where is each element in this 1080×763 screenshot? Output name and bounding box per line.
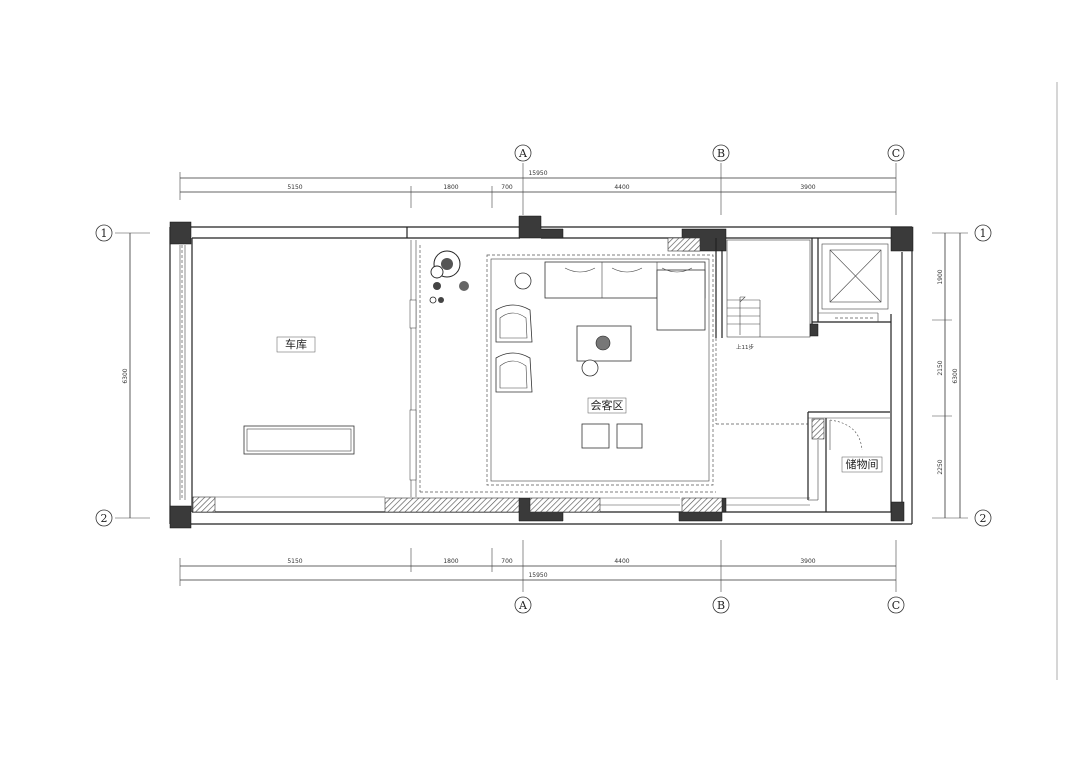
- dim-right-seg-1: 1900: [937, 269, 944, 284]
- axis-bubble-1-left: 1: [95, 224, 113, 242]
- svg-text:C: C: [892, 599, 900, 612]
- svg-text:2: 2: [101, 512, 108, 525]
- dim-right-total: 6300: [952, 368, 959, 383]
- storage-room: 储物间: [807, 411, 890, 512]
- column-C1: [890, 226, 914, 252]
- column-C2: [890, 501, 905, 522]
- axis-bubble-2-right: 2: [974, 509, 992, 527]
- dim-top-seg-4: 4400: [614, 184, 629, 191]
- svg-text:C: C: [892, 147, 900, 160]
- dim-bottom-total: 15950: [528, 572, 547, 579]
- room-label-garage: 车库: [285, 337, 307, 351]
- hatched-wall-bottom-mid: [384, 497, 520, 513]
- reception-area: 会客区: [419, 245, 716, 493]
- dim-left-total: 6300: [122, 368, 129, 383]
- dim-top-seg-5: 3900: [800, 184, 815, 191]
- plant-icon: [429, 250, 469, 304]
- elevator-car: [829, 249, 882, 303]
- reception-rug: [486, 254, 714, 486]
- armchair-icon: [495, 352, 533, 393]
- axis-bubble-A-top: A: [514, 144, 532, 162]
- ottoman-right: [616, 423, 643, 449]
- dim-bottom-seg-2: 1800: [443, 558, 458, 565]
- armchair-icon: [495, 304, 533, 343]
- axis-bubble-1-right: 1: [974, 224, 992, 242]
- bottom-windows: [215, 496, 810, 506]
- dim-bottom-seg-4: 4400: [614, 558, 629, 565]
- svg-text:1: 1: [980, 227, 987, 240]
- dim-right-seg-2: 2150: [937, 360, 944, 375]
- sectional-sofa: [544, 261, 706, 331]
- ottoman-left: [581, 423, 610, 449]
- dim-right-seg-3: 2250: [937, 459, 944, 474]
- room-label-reception: 会客区: [591, 398, 624, 412]
- exterior-walls: [169, 226, 913, 525]
- hatched-wall-bottom-left: [192, 496, 216, 513]
- elevator-shaft: [809, 238, 892, 512]
- column-2-left: [169, 505, 192, 529]
- flower-vase-icon: [595, 335, 611, 351]
- axis-bubble-C-bottom: C: [887, 596, 905, 614]
- stool-icon: [581, 359, 599, 377]
- column-A1: [518, 215, 564, 239]
- right-dimension-chain: 1900 2150 2250 6300: [932, 232, 968, 519]
- dim-bottom-seg-5: 3900: [800, 558, 815, 565]
- side-table-icon: [514, 272, 532, 290]
- svg-text:B: B: [717, 147, 725, 160]
- room-label-storage: 储物间: [846, 457, 879, 471]
- dim-top-seg-1: 5150: [287, 184, 302, 191]
- svg-text:A: A: [518, 599, 528, 612]
- bottom-dimension-chain: 5150 1800 700 4400 3900 15950: [179, 540, 897, 592]
- axis-bubble-C-top: C: [887, 144, 905, 162]
- garage-parking-block: [243, 425, 355, 455]
- left-dimension-chain: 6300: [115, 232, 150, 519]
- svg-text:2: 2: [980, 512, 987, 525]
- dim-top-total: 15950: [528, 170, 547, 177]
- svg-text:B: B: [717, 599, 725, 612]
- top-dimension-chain: 15950 5150 1800 700 4400 3900: [179, 163, 897, 215]
- garage-room: 车库: [243, 336, 355, 455]
- dim-top-seg-2: 1800: [443, 184, 458, 191]
- axis-bubble-A-bottom: A: [514, 596, 532, 614]
- hatched-wall-bottom-b: [681, 497, 723, 513]
- hatched-wall-bottom-a: [529, 497, 601, 513]
- hatched-wall-top-b: [667, 237, 701, 252]
- garage-partition: [409, 240, 417, 497]
- column-1-left: [169, 221, 192, 245]
- axis-bubble-B-bottom: B: [712, 596, 730, 614]
- hatched-wall-storage: [811, 418, 825, 440]
- svg-text:1: 1: [101, 227, 108, 240]
- svg-text:A: A: [518, 147, 528, 160]
- dim-bottom-seg-1: 5150: [287, 558, 302, 565]
- dim-top-seg-3: 700: [501, 184, 513, 191]
- dim-bottom-seg-3: 700: [501, 558, 513, 565]
- axis-bubble-2-left: 2: [95, 509, 113, 527]
- stair-area: 上11步: [715, 238, 811, 425]
- stair-note: 上11步: [736, 343, 754, 351]
- axis-bubble-B-top: B: [712, 144, 730, 162]
